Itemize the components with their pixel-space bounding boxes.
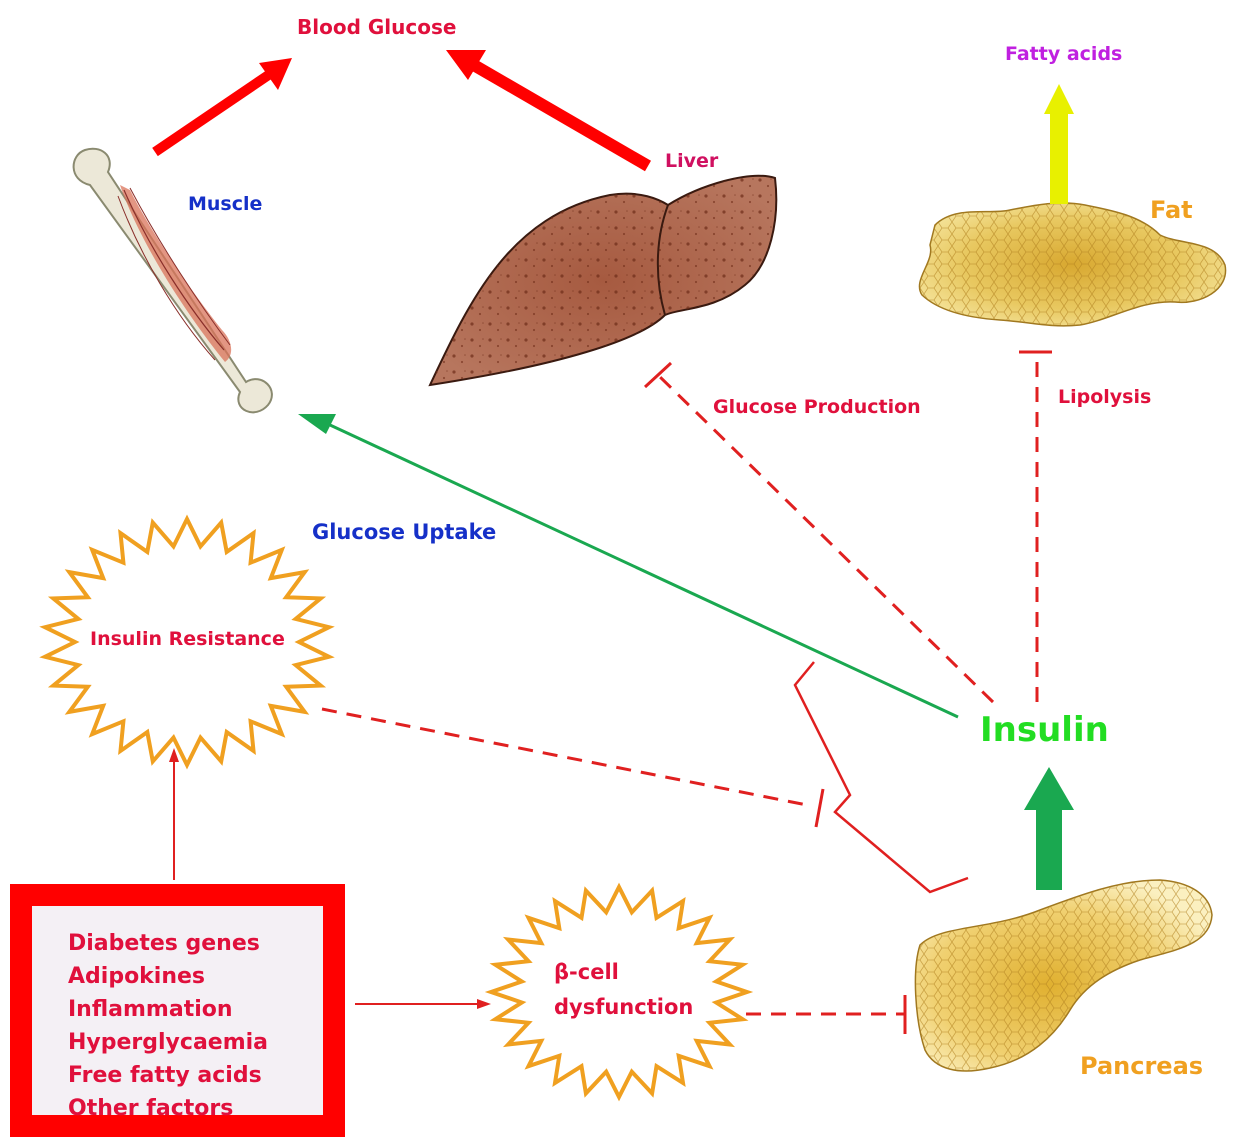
factors-to-resistance-arrow <box>169 748 179 880</box>
muscle-to-glucose-arrow <box>155 58 292 152</box>
insulin-label: Insulin <box>980 713 1109 747</box>
insulin-action-bracket <box>795 662 968 892</box>
liver-label: Liver <box>665 152 718 171</box>
pancreas-illustration <box>915 880 1212 1071</box>
beta-cell-label-line2: dysfunction <box>554 997 693 1018</box>
insulin-resistance-label: Insulin Resistance <box>90 630 285 649</box>
beta-cell-inhibition <box>746 995 905 1034</box>
glucose-uptake-label: Glucose Uptake <box>312 522 496 543</box>
pancreas-to-insulin-arrow <box>1024 767 1074 890</box>
blood-glucose-label: Blood Glucose <box>297 17 456 37</box>
insulin-inhibits-lipolysis <box>1019 352 1052 702</box>
pancreas-label: Pancreas <box>1080 1054 1203 1078</box>
fat-to-fatty-acids-arrow <box>1044 84 1074 204</box>
glucose-production-label: Glucose Production <box>713 398 921 417</box>
risk-factor-item: Other factors <box>68 1092 268 1125</box>
insulin-resistance-inhibition <box>322 709 823 827</box>
glucose-uptake-arrow <box>298 414 958 717</box>
fatty-acids-label: Fatty acids <box>1005 45 1122 64</box>
factors-to-beta-cell-arrow <box>355 999 491 1009</box>
risk-factor-item: Inflammation <box>68 993 268 1026</box>
beta-cell-starburst <box>491 887 747 1097</box>
lipolysis-label: Lipolysis <box>1058 388 1151 407</box>
risk-factor-item: Adipokines <box>68 960 268 993</box>
muscle-illustration <box>74 149 272 413</box>
liver-to-glucose-arrow <box>446 50 648 166</box>
muscle-label: Muscle <box>188 195 262 214</box>
risk-factor-item: Hyperglycaemia <box>68 1026 268 1059</box>
fat-label: Fat <box>1150 198 1193 222</box>
beta-cell-label-line1: β-cell <box>554 962 619 983</box>
risk-factor-item: Free fatty acids <box>68 1059 268 1092</box>
liver-illustration <box>430 176 776 385</box>
risk-factor-item: Diabetes genes <box>68 927 268 960</box>
